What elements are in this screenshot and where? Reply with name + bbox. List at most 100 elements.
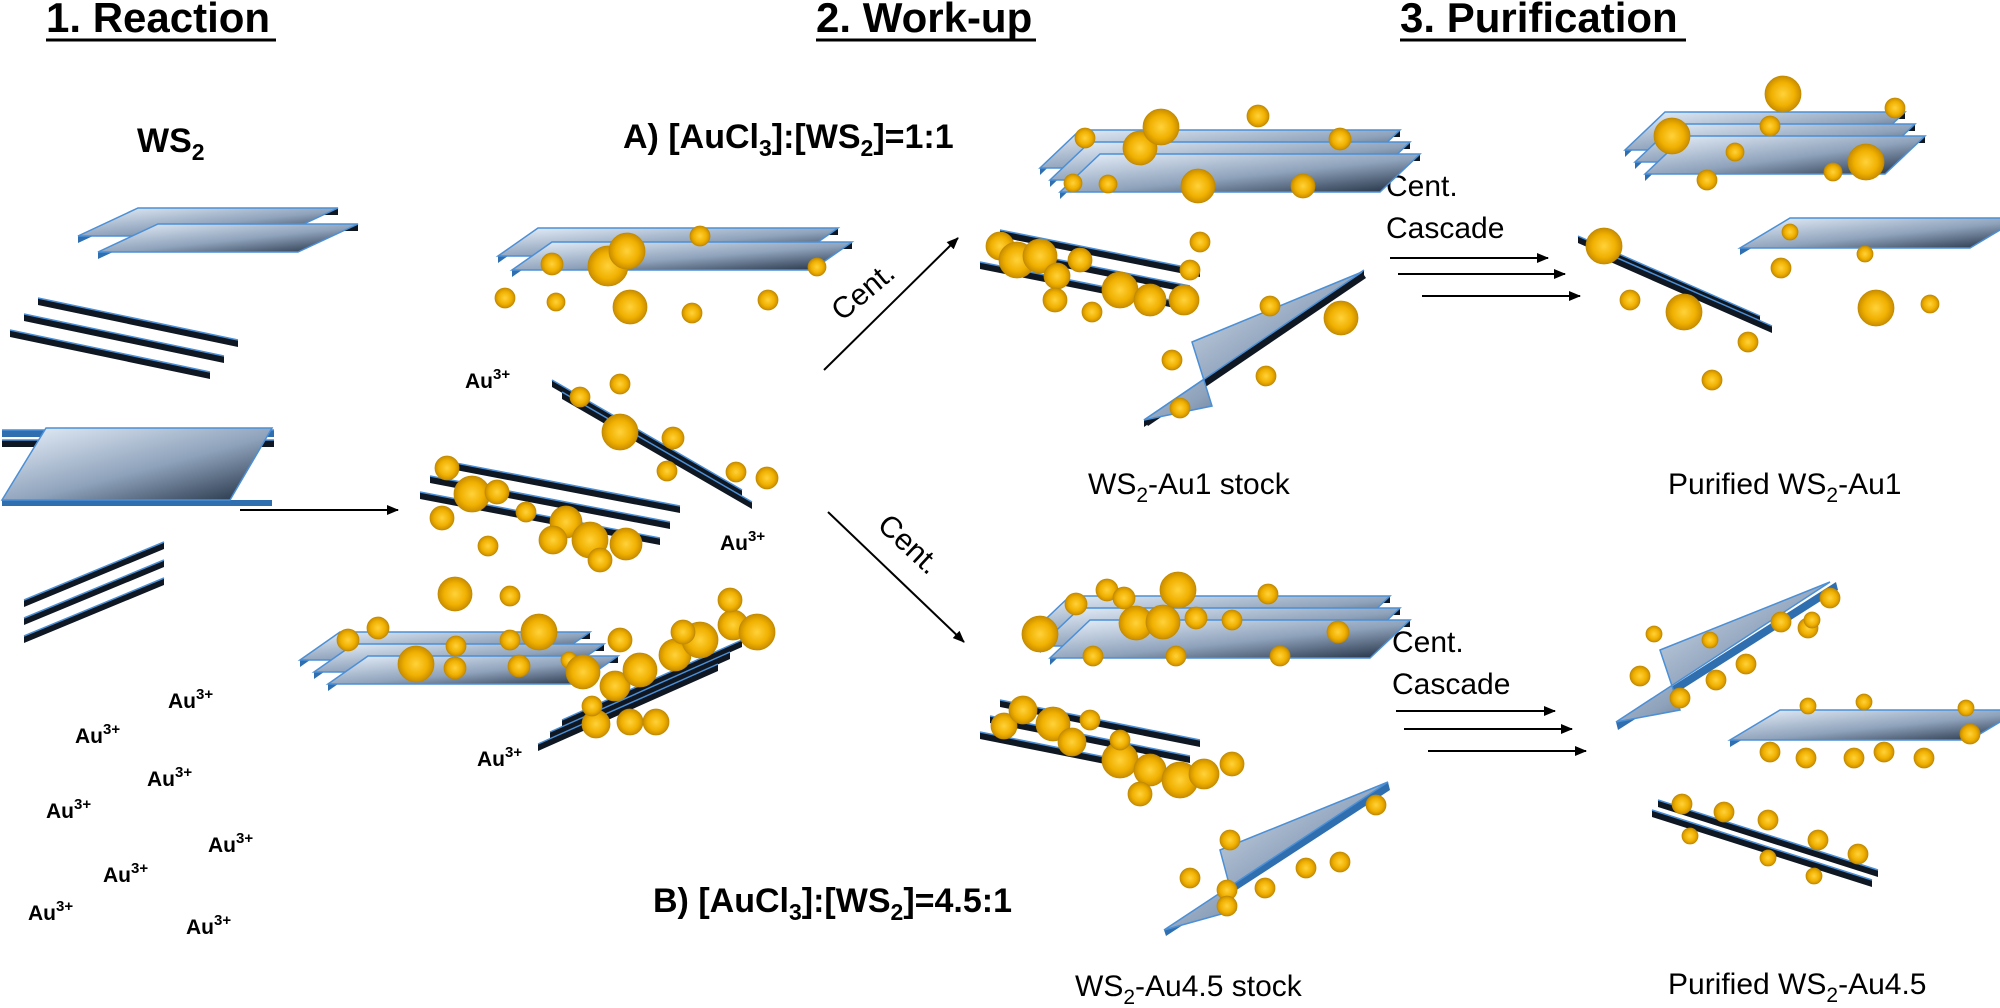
gold-nanoparticle [507,654,531,678]
gold-nanoparticle [599,670,631,702]
au-ion-label: Au3+ [477,744,522,771]
gold-nanoparticle [1764,75,1802,113]
sheet-face [429,475,671,523]
gold-nanoparticle [1112,586,1136,610]
stock-au45-particles-tilted [1179,794,1387,917]
purified-au45-tilted-bottom [1651,799,1879,887]
gold-nanoparticle [656,460,678,482]
gold-nanoparticle [1645,625,1663,643]
cent-label-down: Cent. [871,508,946,581]
sheet-face [549,651,731,733]
sheet-edge-dark [24,542,164,607]
gold-nanoparticle [609,373,631,395]
sheet-edge-dark [1000,230,1200,277]
gold-nanoparticle [1653,117,1691,155]
sheet-edge-dark [10,330,210,379]
gold-nanoparticle [1008,695,1038,725]
gold-nanoparticle [1184,606,1208,630]
gold-nanoparticle [807,257,827,277]
gold-nanoparticle [1725,142,1745,162]
gold-nanoparticle [1063,173,1083,193]
gold-nanoparticle [1819,587,1841,609]
gold-nanoparticle [1884,97,1906,119]
au-ion-label: Au3+ [28,898,73,925]
header-reaction: 1. Reaction [46,0,270,41]
gold-nanoparticle [434,455,460,481]
nanosheets-layer [0,75,2000,936]
gold-nanoparticle [1057,727,1087,757]
gold-nanoparticle [1959,723,1981,745]
gold-nanoparticle [1696,169,1718,191]
gold-nanoparticle [1843,747,1865,769]
gold-nanoparticle [1847,143,1885,181]
stock-au1-particles-top [1063,104,1352,204]
gold-nanoparticle [681,302,703,324]
gold-nanoparticle [437,576,473,612]
gold-nanoparticle [1216,895,1238,917]
gold-nanoparticle [1770,257,1792,279]
au-ion-label: Au3+ [46,796,91,823]
gold-nanoparticle [494,287,516,309]
gold-nanoparticle [1873,741,1895,763]
gold-nanoparticle [1257,583,1279,605]
purified-au45-flat-sheet [1727,709,2000,747]
gold-nanoparticle [1179,259,1201,281]
gold-nanoparticle [1221,609,1243,631]
au-ion-label: Au3+ [103,860,148,887]
gold-nanoparticle [587,547,613,573]
gold-nanoparticle [725,461,747,483]
gold-nanoparticle [689,225,711,247]
sheet-edge-dark [1590,246,1772,333]
gold-nanoparticle [1219,751,1245,777]
gold-nanoparticle [1079,709,1101,731]
purified-au45-particles-flat [1759,693,1981,769]
sheet-face [1058,153,1422,193]
gold-nanoparticle [538,525,568,555]
gold-nanoparticle [1127,781,1153,807]
gold-nanoparticle [1169,397,1191,419]
gold-nanoparticle [1701,631,1719,649]
au-ion-label: Au3+ [147,764,192,791]
gold-nanoparticle [990,712,1018,740]
nanosheet [23,541,165,607]
stock-au1-top-stack [1038,129,1422,199]
sheet-edge-dark [24,314,224,363]
purified-au1-particles-flat [1770,223,1940,327]
gold-nanoparticle [612,289,648,325]
cascade-bottom-line1: Cent. [1392,626,1464,659]
au-ion-label: Au3+ [75,721,120,748]
gold-nanoparticle [1781,223,1799,241]
gold-nanoparticle [484,479,510,505]
gold-nanoparticle [1705,669,1727,691]
purified-au1-particles-tilted [1585,227,1759,391]
gold-nanoparticle [670,619,696,645]
gold-nanoparticle [609,527,643,561]
nanosheet [23,313,225,363]
gold-nanoparticle [1799,697,1817,715]
gold-nanoparticle [1855,693,1873,711]
gold-nanoparticle [477,535,499,557]
gold-nanoparticle [601,413,639,451]
au-ion-label: Au3+ [720,528,765,555]
gold-nanoparticle [616,708,644,736]
gold-nanoparticle [1665,293,1703,331]
gold-nanoparticle [1737,331,1759,353]
sheet-face [1615,581,1831,723]
purified-au45-particles-tilted [1629,587,1841,709]
gold-nanoparticle [1619,289,1641,311]
gold-nanoparticle [520,613,558,651]
gold-nanoparticle [443,656,467,680]
gold-nanoparticle [1323,300,1359,336]
reacting-bilayer-top [495,227,855,277]
cent-label-up: Cent. [825,256,901,327]
purified-au45-label: Purified WS2-Au4.5 [1668,968,1926,1007]
gold-nanoparticle [1857,289,1895,327]
purified-au1-flat-sheet [1737,217,2000,255]
gold-nanoparticle [1168,284,1200,316]
gold-nanoparticle [1805,867,1823,885]
gold-nanoparticle [1671,793,1693,815]
au-ion-label: Au3+ [465,366,510,393]
stock-au1-label: WS2-Au1 stock [1088,468,1291,507]
gold-nanoparticle [608,232,646,270]
gold-nanoparticle [1254,877,1276,899]
